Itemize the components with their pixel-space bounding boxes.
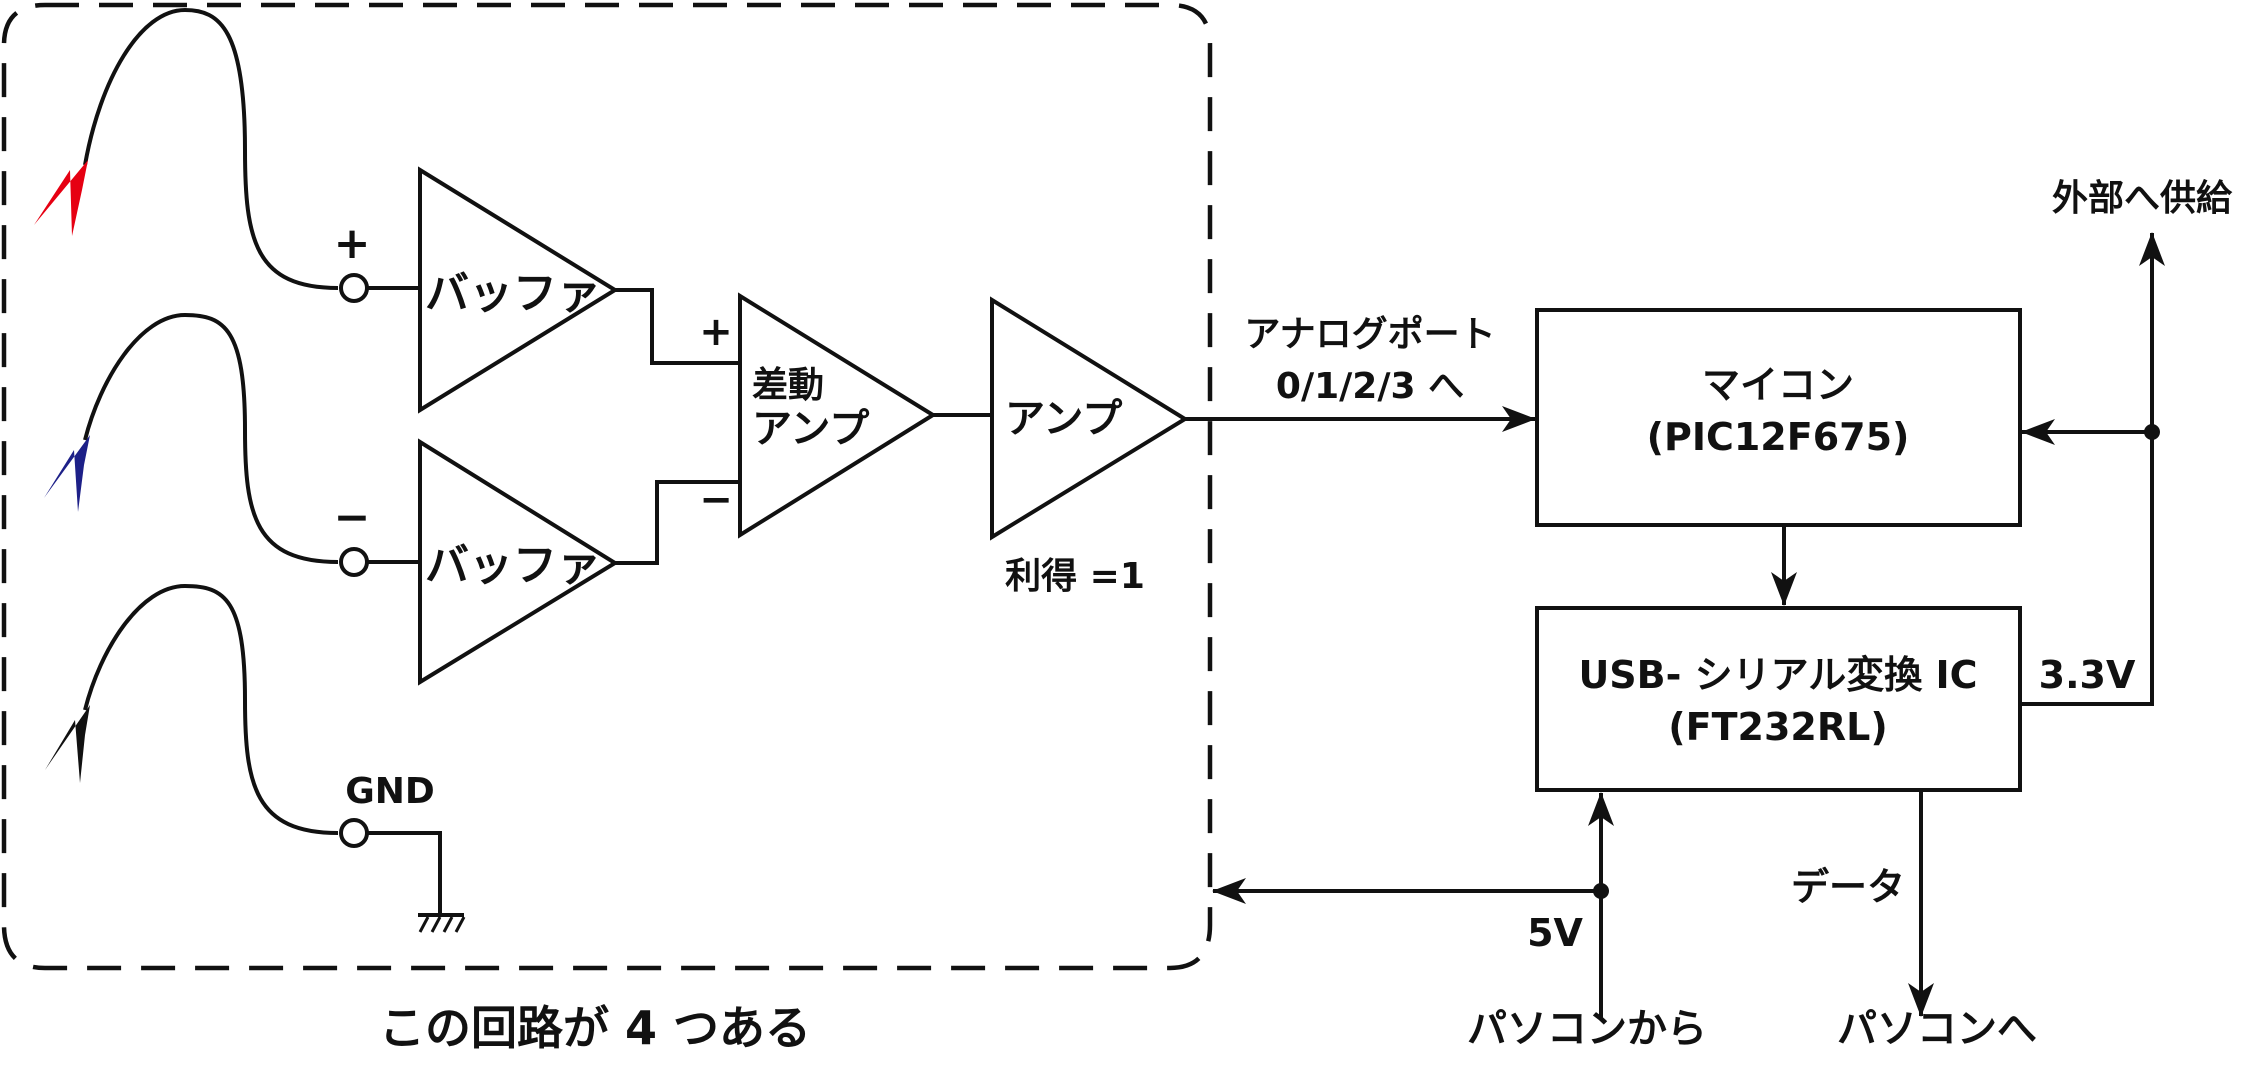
gnd-label: GND	[345, 771, 435, 812]
data-label: データ	[1791, 865, 1905, 909]
repeated-circuit-boundary	[1, 2, 1213, 971]
probe-minus	[44, 312, 339, 564]
junction-5v	[1593, 883, 1609, 899]
diff-amp-label-line2: アンプ	[752, 406, 869, 452]
to-pc-label: パソコンへ	[1837, 1006, 2037, 1052]
amp-gain-label: 利得 =1	[1005, 556, 1145, 597]
plus-sign-input: +	[334, 218, 371, 269]
probe-plus	[34, 7, 339, 290]
caption: この回路が 4 つある	[379, 1001, 811, 1055]
mcu-label-line1: マイコン	[1702, 363, 1854, 407]
junction-3v3	[2144, 424, 2160, 440]
mcu-label-line2: (PIC12F675)	[1647, 415, 1910, 459]
usb-serial-label-line2: (FT232RL)	[1668, 705, 1887, 749]
buffer-bottom-label: バッファ	[425, 540, 601, 591]
probe-gnd	[45, 583, 339, 835]
external-supply-label: 外部へ供給	[2052, 178, 2233, 219]
buffer-top	[418, 166, 619, 414]
ground-symbol	[418, 913, 466, 933]
buffer-bottom	[418, 438, 619, 686]
buffer-top-label: バッファ	[425, 268, 601, 319]
usb-serial-box	[1535, 606, 2022, 792]
diff-amp-label-line1: 差動	[752, 365, 824, 406]
v33-label: 3.3V	[2039, 653, 2136, 697]
amp-label: アンプ	[1005, 396, 1122, 442]
terminal-plus	[339, 273, 369, 303]
terminal-gnd	[339, 818, 369, 848]
probe-minus-tip	[44, 435, 90, 512]
v5-label: 5V	[1527, 911, 1583, 955]
analog-port-label-line2: 0/1/2/3 へ	[1276, 366, 1464, 407]
terminal-minus	[339, 547, 369, 577]
diff-amp-minus-sign: −	[699, 477, 733, 523]
minus-sign-input: −	[334, 492, 371, 543]
probe-gnd-tip	[45, 705, 90, 783]
differential-amplifier	[738, 292, 937, 539]
microcontroller-box	[1535, 308, 2022, 527]
usb-serial-label-line1: USB- シリアル変換 IC	[1578, 653, 1977, 697]
analog-port-label-line1: アナログポート	[1244, 313, 1495, 355]
probe-plus-tip	[34, 160, 88, 236]
from-pc-label: パソコンから	[1467, 1006, 1707, 1052]
diff-amp-plus-sign: +	[699, 309, 733, 355]
amplifier	[990, 296, 1189, 541]
